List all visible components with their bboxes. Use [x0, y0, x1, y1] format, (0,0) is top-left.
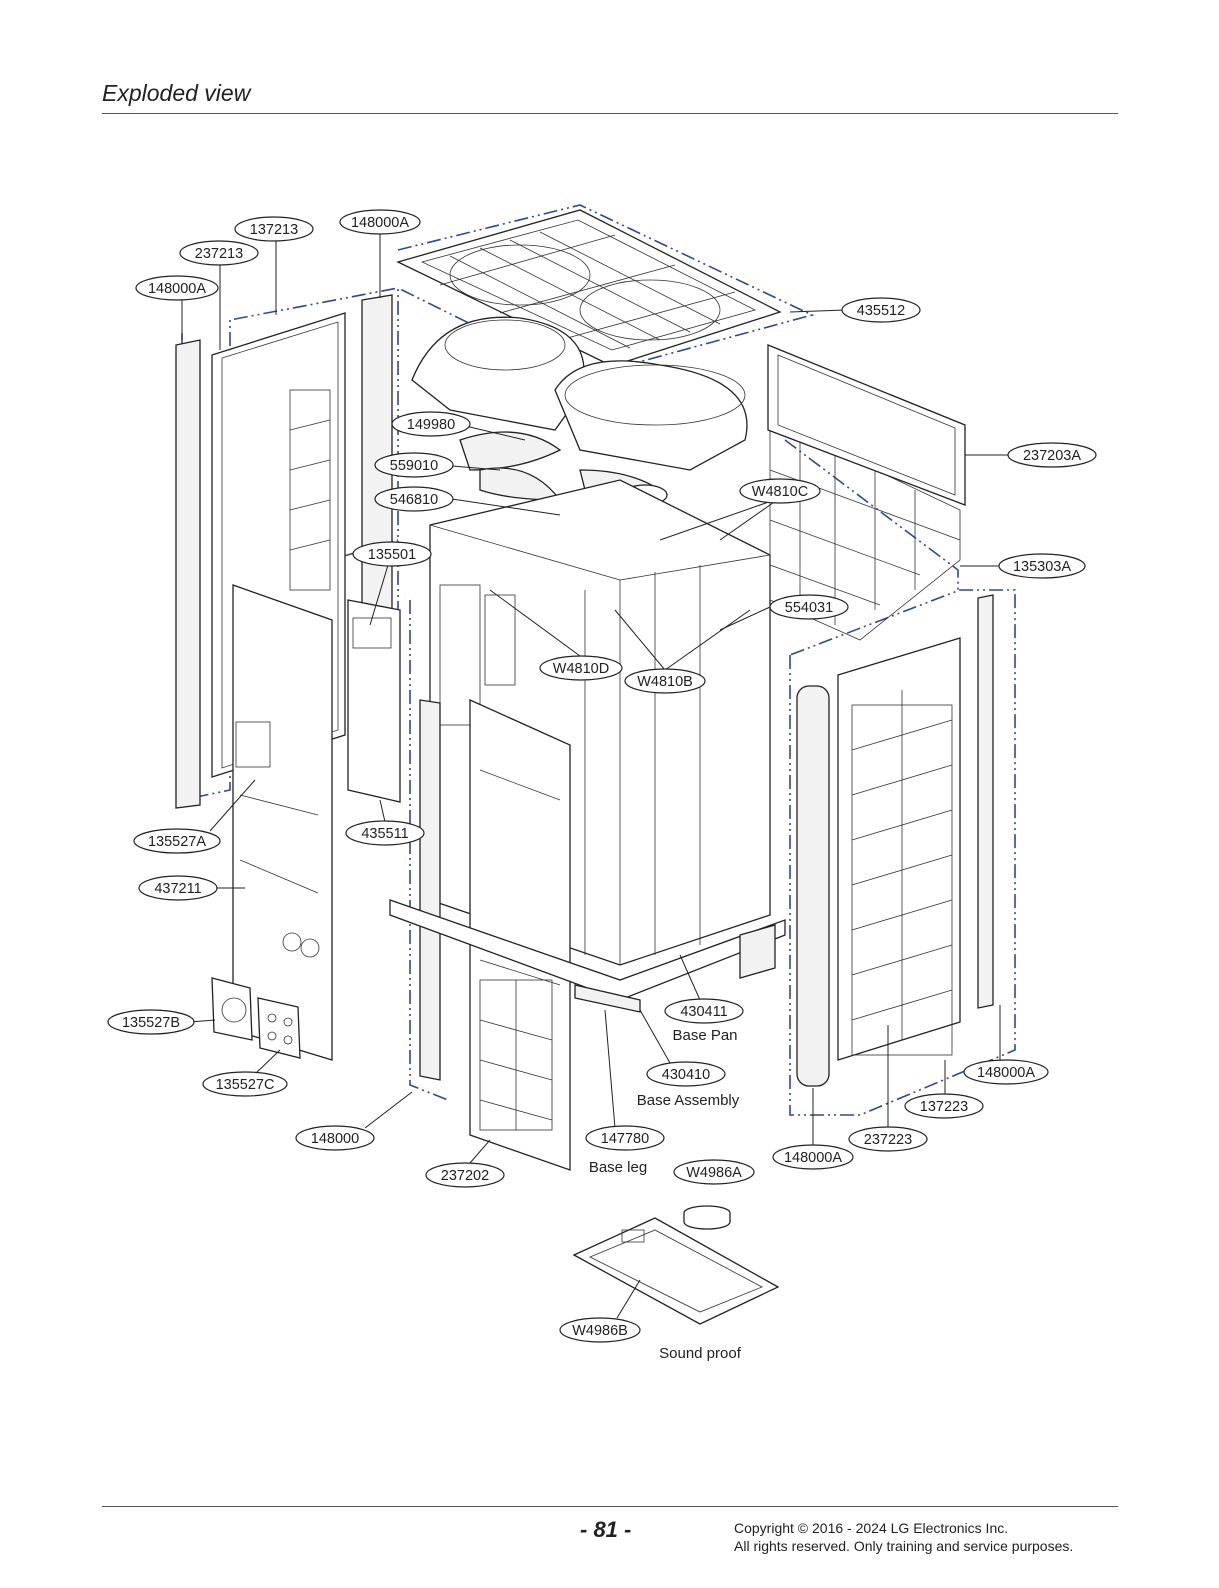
copyright-notice: Copyright © 2016 - 2024 LG Electronics I… [734, 1519, 1073, 1555]
callout-135527C: 135527C [202, 1071, 288, 1097]
callout-137213: 137213 [234, 216, 314, 242]
leader-lines [181, 231, 1012, 1319]
svg-text:135527C: 135527C [216, 1077, 275, 1093]
svg-text:437211: 437211 [154, 881, 201, 897]
caption-base-leg: Base leg [589, 1159, 647, 1176]
svg-text:137213: 137213 [250, 222, 298, 238]
control-box-cover [347, 599, 401, 803]
callout-W4810B: W4810B [624, 668, 706, 694]
callout-435511: 435511 [345, 820, 425, 846]
footer-rule [102, 1506, 1118, 1507]
callout-135527B: 135527B [107, 1009, 195, 1035]
sound-proof-sheet [572, 1217, 780, 1325]
svg-text:430410: 430410 [662, 1067, 710, 1083]
svg-text:430411: 430411 [680, 1004, 727, 1020]
caption-base-assembly: Base Assembly [637, 1092, 740, 1109]
callout-237202: 237202 [425, 1162, 505, 1188]
callout-148000A-left: 148000A [135, 275, 219, 301]
callout-546810: 546810 [374, 486, 454, 512]
callout-W4986A: W4986A [673, 1159, 755, 1185]
page-title: Exploded view [102, 80, 251, 106]
svg-text:135303A: 135303A [1013, 559, 1071, 575]
callout-237213: 237213 [179, 240, 259, 266]
callout-135501: 135501 [352, 541, 432, 567]
callout-148000A-top: 148000A [339, 209, 421, 235]
svg-text:148000: 148000 [311, 1131, 359, 1147]
fan-shrouds [411, 316, 748, 471]
small-covers [211, 977, 301, 1059]
svg-text:W4810C: W4810C [752, 484, 808, 500]
callout-430410: 430410 [646, 1061, 726, 1087]
svg-text:148000A: 148000A [977, 1065, 1035, 1081]
left-front-panel [232, 584, 333, 1061]
callout-559010: 559010 [374, 452, 454, 478]
left-corner-pillar [175, 339, 201, 809]
svg-text:148000A: 148000A [148, 281, 206, 297]
callout-435512: 435512 [841, 297, 921, 323]
rear-top-panel [767, 344, 966, 506]
svg-text:137223: 137223 [920, 1099, 968, 1115]
copyright-line-2: All rights reserved. Only training and s… [734, 1538, 1074, 1554]
svg-text:W4986A: W4986A [686, 1165, 742, 1181]
callout-135527A: 135527A [133, 828, 221, 854]
svg-text:135527B: 135527B [122, 1015, 180, 1031]
svg-text:148000A: 148000A [784, 1150, 842, 1166]
svg-text:554031: 554031 [785, 600, 833, 616]
sound-proof-cap [683, 1205, 731, 1230]
svg-text:149980: 149980 [407, 417, 455, 433]
svg-text:435511: 435511 [361, 826, 408, 842]
callout-137223: 137223 [904, 1093, 984, 1119]
front-door-panel [469, 698, 571, 1171]
svg-text:147780: 147780 [601, 1131, 649, 1147]
header-rule [102, 113, 1118, 114]
right-front-panel [837, 637, 961, 1061]
callout-135303A: 135303A [998, 553, 1086, 579]
caption-base-pan: Base Pan [672, 1027, 737, 1044]
callout-437211: 437211 [138, 875, 218, 901]
callout-554031: 554031 [769, 594, 849, 620]
callout-147780: 147780 [585, 1125, 665, 1151]
svg-text:237223: 237223 [864, 1132, 912, 1148]
callout-148000: 148000 [295, 1125, 375, 1151]
callout-430411: 430411 [664, 998, 744, 1024]
callout-W4986B: W4986B [559, 1317, 641, 1343]
callout-W4810D: W4810D [539, 655, 623, 681]
svg-text:237203A: 237203A [1023, 448, 1081, 464]
callout-149980: 149980 [391, 411, 471, 437]
callout-148000A-right: 148000A [963, 1059, 1049, 1085]
callout-237203A: 237203A [1007, 442, 1097, 468]
front-narrow-pillar [419, 699, 441, 1081]
top-grille [396, 209, 782, 367]
callout-237223: 237223 [848, 1126, 928, 1152]
svg-text:546810: 546810 [390, 492, 438, 508]
caption-sound-proof: Sound proof [659, 1345, 742, 1362]
svg-text:135527A: 135527A [148, 834, 206, 850]
svg-text:237202: 237202 [441, 1168, 489, 1184]
callout-148000A-bottom: 148000A [772, 1144, 854, 1170]
svg-text:559010: 559010 [390, 458, 438, 474]
svg-text:W4986B: W4986B [572, 1323, 628, 1339]
svg-text:148000A: 148000A [351, 215, 409, 231]
svg-text:W4810B: W4810B [637, 674, 693, 690]
callout-W4810C: W4810C [739, 478, 821, 504]
svg-text:W4810D: W4810D [553, 661, 609, 677]
svg-text:435512: 435512 [857, 303, 905, 319]
heat-exchanger-mesh [769, 419, 961, 641]
right-pillars [796, 594, 994, 1087]
page-number: - 81 - [580, 1517, 632, 1542]
svg-text:237213: 237213 [195, 246, 243, 262]
svg-text:135501: 135501 [368, 547, 416, 563]
copyright-line-1: Copyright © 2016 - 2024 LG Electronics I… [734, 1520, 1009, 1536]
base-pan [389, 899, 786, 1013]
